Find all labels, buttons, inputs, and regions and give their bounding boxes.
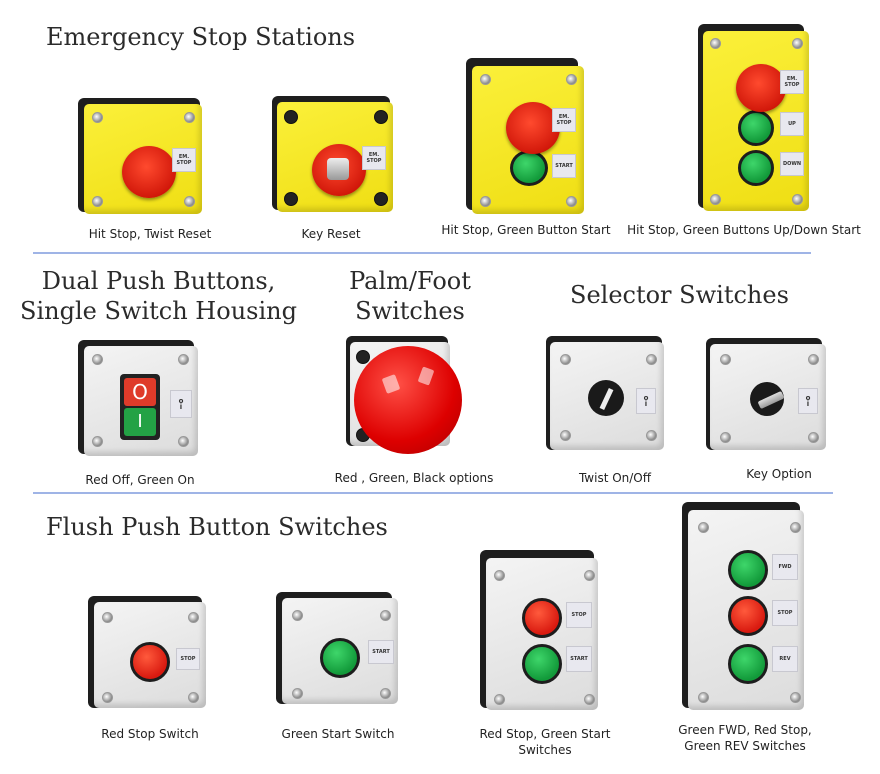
- down-button: [738, 150, 774, 186]
- start-button: [522, 644, 562, 684]
- label-plate: START: [368, 640, 394, 664]
- caption: Red Off, Green On: [85, 473, 195, 487]
- stop-button: [130, 642, 170, 682]
- product-red-stop-green-start[interactable]: STOP START: [480, 550, 600, 712]
- heading-line: Switches: [355, 297, 465, 325]
- heading-flush-push-buttons: Flush Push Button Switches: [46, 513, 388, 541]
- label-plate: DOWN: [780, 152, 804, 176]
- label-plate: FWD: [772, 554, 798, 580]
- section-divider: [33, 492, 833, 494]
- label-plate: REV: [772, 646, 798, 672]
- heading-line: Single Switch Housing: [20, 297, 297, 325]
- rev-button: [728, 644, 768, 684]
- product-red-stop-switch[interactable]: STOP: [88, 596, 208, 712]
- label-plate: UP: [780, 112, 804, 136]
- off-button: O: [124, 378, 156, 406]
- product-key-reset[interactable]: EM. STOP: [272, 96, 397, 214]
- caption: Green FWD, Red Stop, Green REV Switches: [670, 722, 820, 754]
- start-button: [320, 638, 360, 678]
- label-plate: EM. STOP: [780, 70, 804, 94]
- caption-line: Green REV Switches: [684, 739, 806, 753]
- emergency-stop-button: [122, 146, 176, 198]
- heading-emergency-stop: Emergency Stop Stations: [46, 23, 356, 51]
- key-icon: [327, 158, 349, 180]
- heading-selector-switches: Selector Switches: [570, 281, 789, 309]
- label-plate: EM. STOP: [552, 108, 576, 132]
- stop-button: [522, 598, 562, 638]
- caption-line: Green FWD, Red Stop,: [678, 723, 812, 737]
- label-plate: STOP: [176, 648, 200, 670]
- caption: Green Start Switch: [281, 727, 395, 741]
- label-plate: STOP: [772, 600, 798, 626]
- fwd-button: [728, 550, 768, 590]
- label-plate: EM. STOP: [172, 148, 196, 172]
- section-divider: [33, 252, 811, 254]
- caption: Hit Stop, Twist Reset: [88, 227, 212, 241]
- caption: Hit Stop, Green Button Start: [441, 223, 611, 237]
- label-plate: STOP: [566, 602, 592, 628]
- caption: Twist On/Off: [578, 471, 652, 485]
- caption: Key Reset: [301, 227, 361, 241]
- caption: Red Stop Switch: [101, 727, 199, 741]
- up-button: [738, 110, 774, 146]
- product-palm-foot-switch[interactable]: [344, 336, 464, 460]
- palm-switch-dome: [354, 346, 462, 454]
- emergency-stop-button: [506, 102, 560, 154]
- product-hit-stop-up-down[interactable]: EM. STOP UP DOWN: [698, 24, 810, 212]
- heading-dual-push-buttons: Dual Push Buttons, Single Switch Housing: [16, 266, 301, 326]
- on-button: I: [124, 408, 156, 436]
- product-fwd-stop-rev[interactable]: FWD STOP REV: [682, 502, 808, 712]
- caption: Red , Green, Black options: [334, 471, 494, 485]
- heading-line: Palm/Foot: [349, 267, 471, 295]
- start-button: [510, 150, 548, 186]
- caption-line: Switches: [518, 743, 572, 757]
- product-hit-stop-green-start[interactable]: EM. STOP START: [466, 58, 586, 214]
- caption: Red Stop, Green Start Switches: [470, 726, 620, 758]
- product-green-start-switch[interactable]: START: [276, 592, 400, 708]
- product-hit-stop-twist-reset[interactable]: EM. STOP: [78, 98, 208, 216]
- label-plate: START: [552, 154, 576, 178]
- stop-button: [728, 596, 768, 636]
- caption-line: Red Stop, Green Start: [479, 727, 611, 741]
- label-plate: EM. STOP: [362, 146, 386, 170]
- heading-line: Dual Push Buttons,: [41, 267, 276, 295]
- emergency-stop-button: [736, 64, 786, 112]
- caption: Key Option: [746, 467, 812, 481]
- caption: Hit Stop, Green Buttons Up/Down Start: [627, 223, 861, 237]
- label-plate: START: [566, 646, 592, 672]
- heading-palm-foot: Palm/Foot Switches: [330, 266, 490, 326]
